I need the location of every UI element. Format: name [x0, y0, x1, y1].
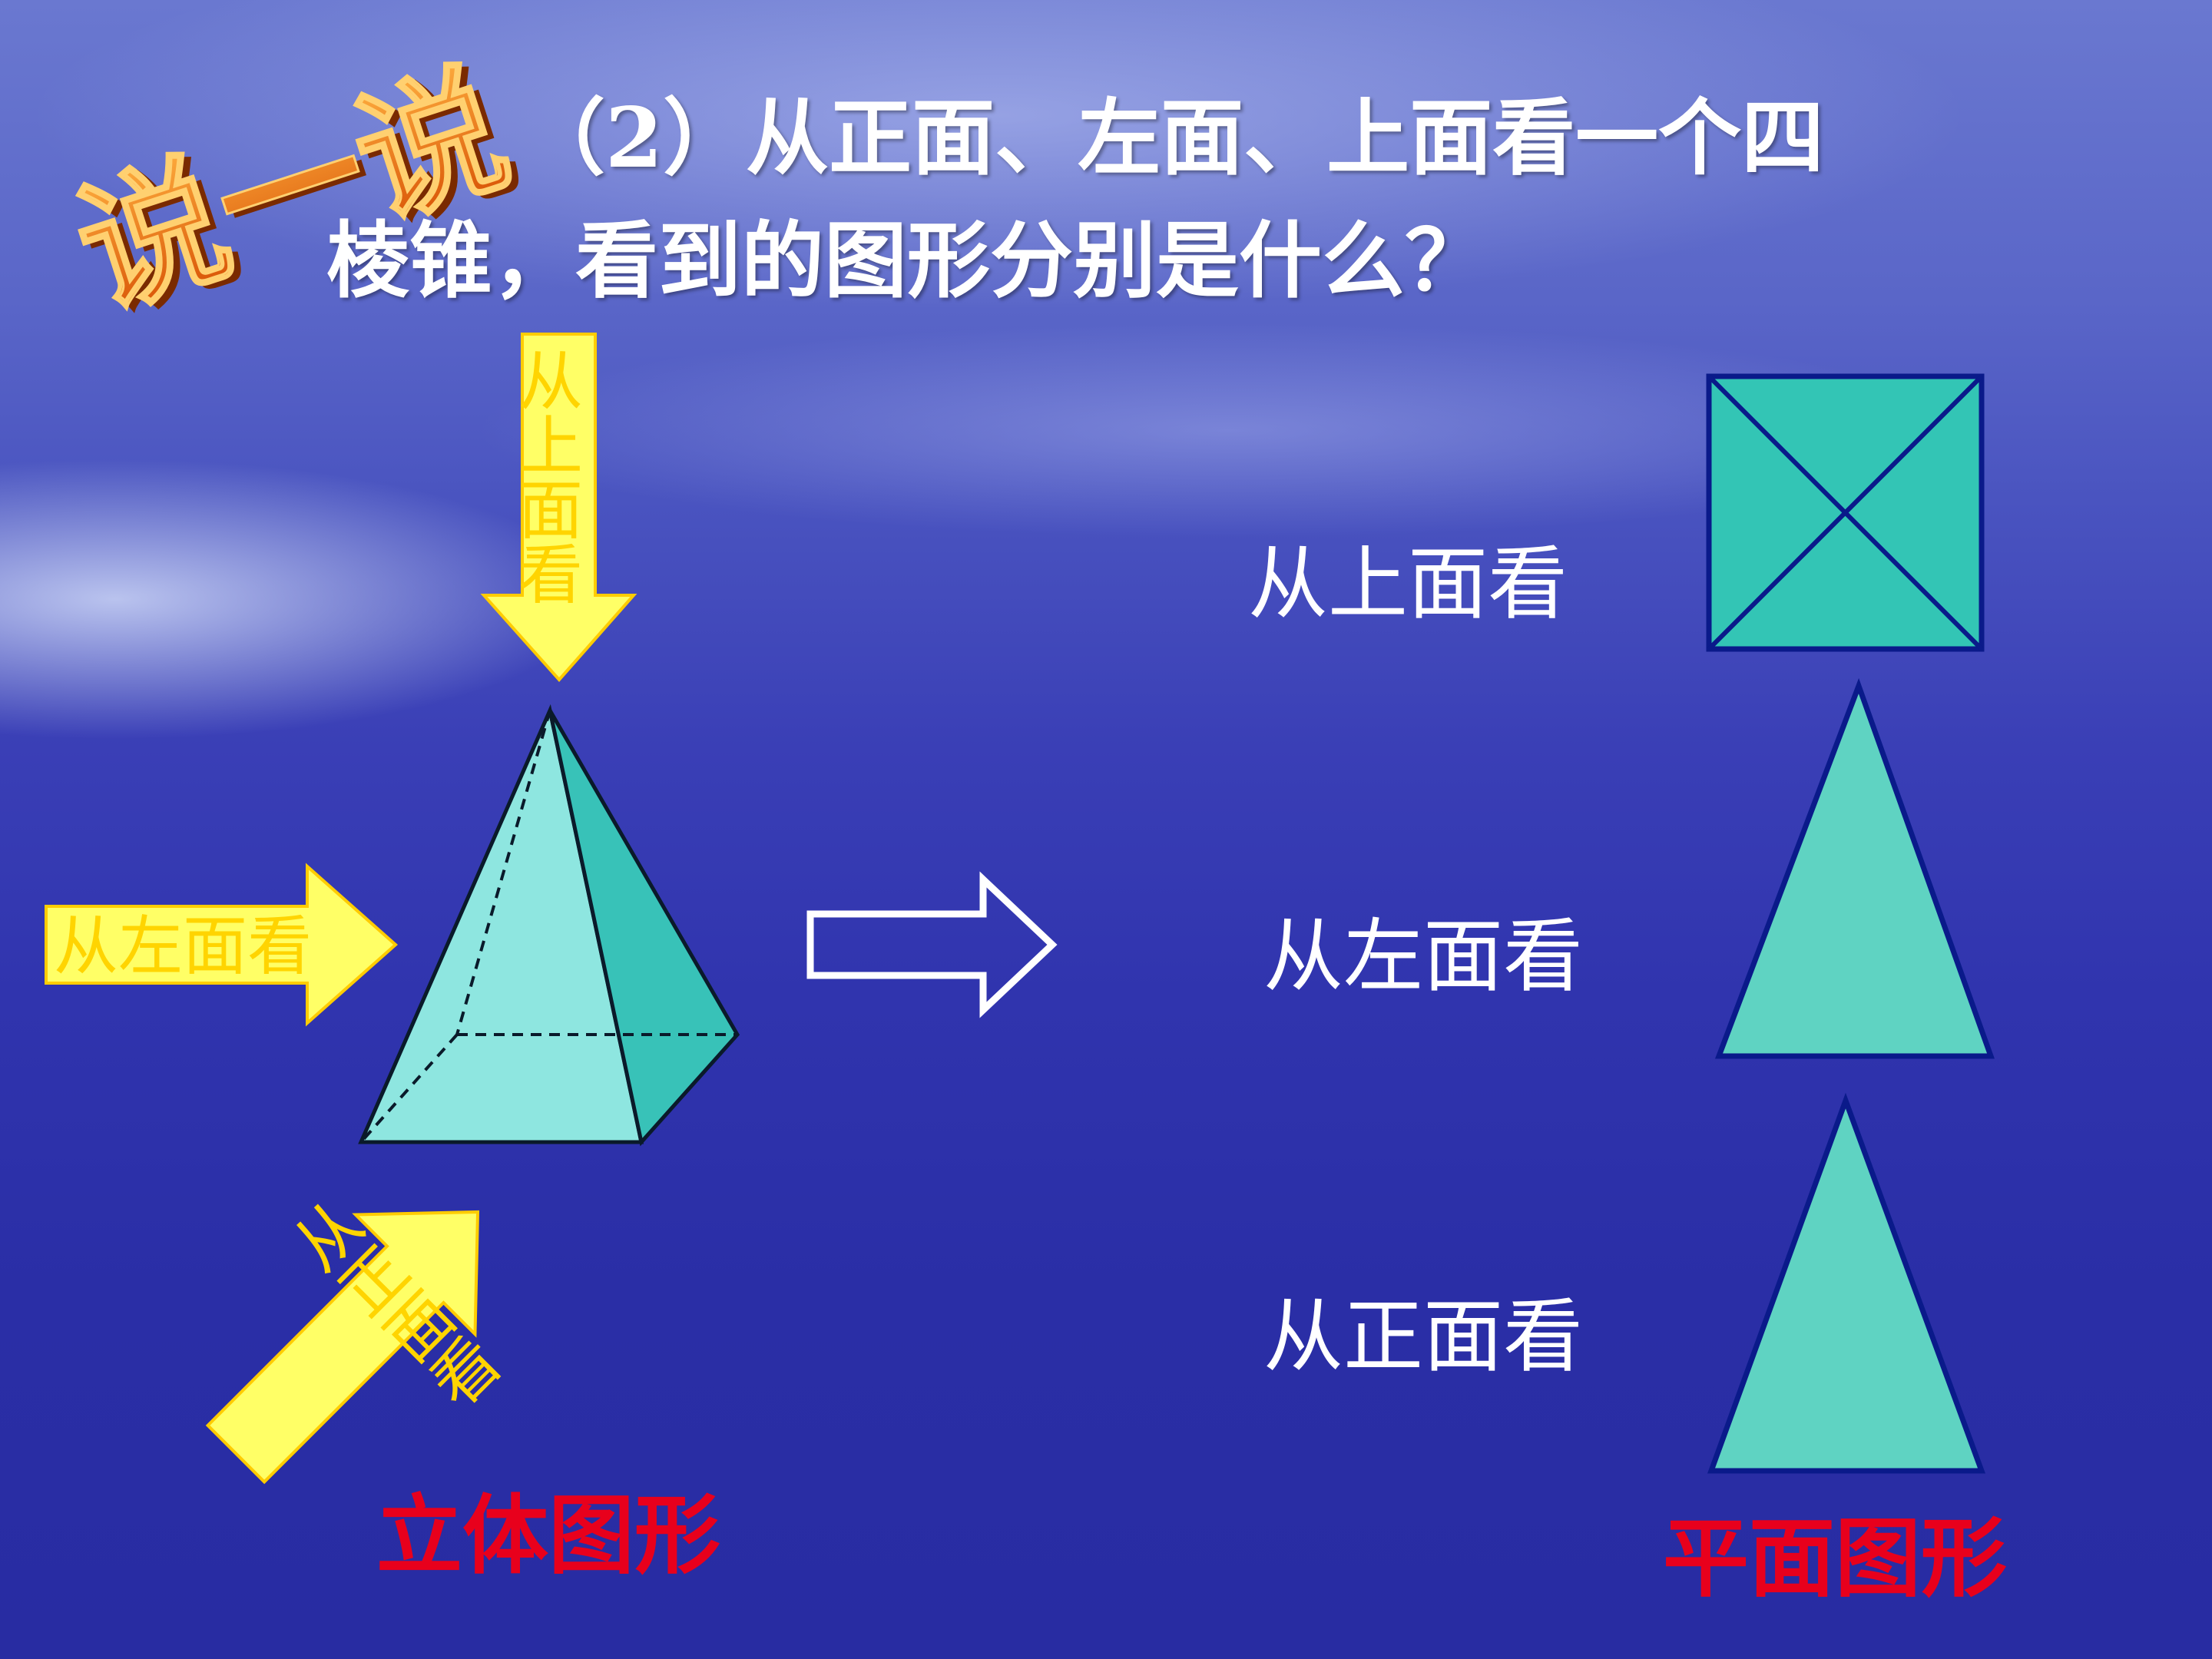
top-view-square — [1706, 373, 1985, 652]
arrow-top-char-1: 从 — [518, 344, 583, 419]
left-view-triangle — [1714, 677, 1995, 1059]
front-view-triangle — [1707, 1092, 1986, 1474]
question-line-1: （2）从正面、左面、上面看一个四 — [522, 90, 1825, 187]
pyramid-side-face — [548, 709, 740, 1147]
caption-solid-figure: 立体图形 — [376, 1485, 720, 1586]
arrow-top-char-4: 看 — [518, 538, 583, 613]
arrow-from-left — [45, 863, 399, 1027]
arrow-top-label: 从 上 面 看 — [516, 349, 585, 608]
arrow-top-char-2: 上 — [518, 409, 583, 484]
caption-plane-figure: 平面图形 — [1663, 1508, 2007, 1609]
arrow-top-char-3: 面 — [518, 473, 583, 548]
label-from-top: 从上面看 — [1248, 537, 1568, 631]
transform-arrow — [806, 871, 1058, 1018]
arrow-left-label: 从左面看 — [54, 909, 313, 984]
label-from-front: 从正面看 — [1263, 1290, 1584, 1383]
arrow-from-top — [480, 333, 637, 683]
arrow-from-front: 从正面看 — [205, 1210, 480, 1485]
label-from-left: 从左面看 — [1263, 909, 1584, 1003]
title-badge: 说一说 说一说 — [57, 41, 535, 343]
pyramid-solid — [358, 704, 740, 1147]
question-line-2: 棱锥，看到的图形分别是什么？ — [326, 213, 1488, 310]
